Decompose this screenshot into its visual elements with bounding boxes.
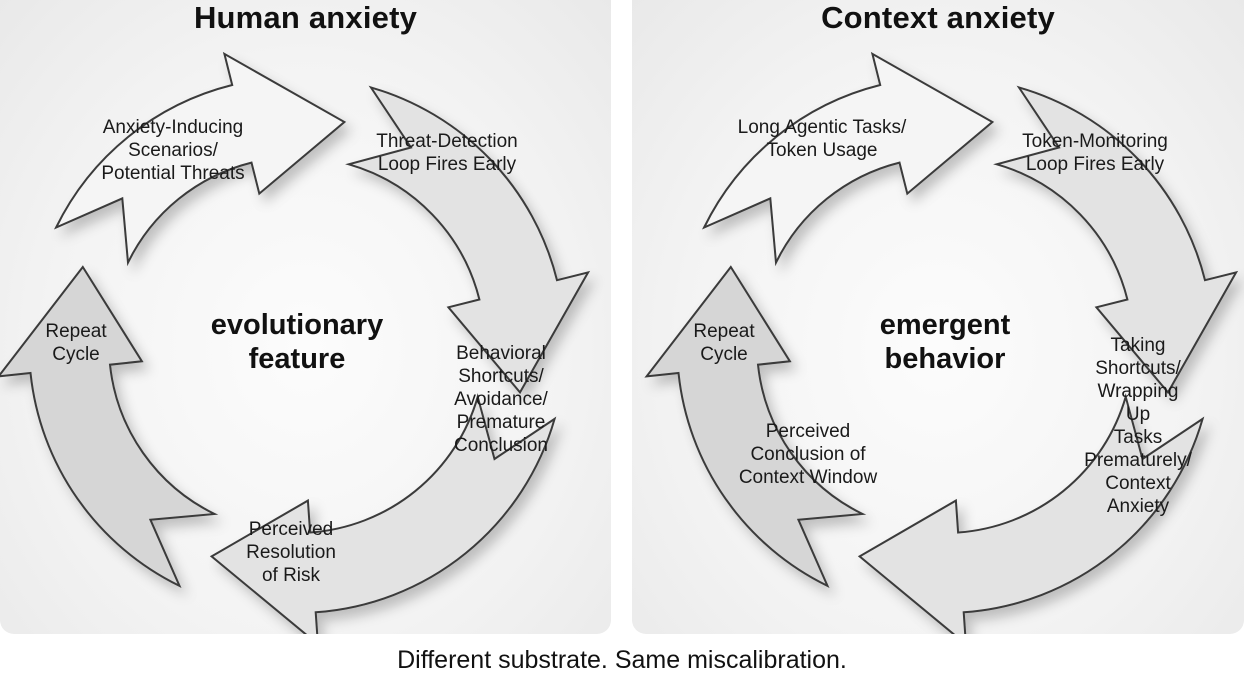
cycle-arrow-trigger <box>702 51 995 267</box>
cycle-diagram <box>0 51 591 634</box>
cycle-arrow-trigger <box>54 51 347 267</box>
step-resolution-label: Perceived Resolution of Risk <box>246 519 336 586</box>
cycle-arrow-detect <box>993 85 1239 395</box>
step-response-label: Behavioral Shortcuts/ Avoidance/ Prematu… <box>454 343 548 456</box>
cycle-arrow-response <box>209 393 557 634</box>
human-anxiety-panel: Human anxiety Anxiety-Inducing Scenarios… <box>0 0 611 634</box>
step-trigger-label: Long Agentic Tasks/ Token Usage <box>737 117 907 161</box>
step-repeat-label: Repeat Cycle <box>693 321 755 365</box>
panel-title: Context anxiety <box>821 0 1055 35</box>
footer-caption: Different substrate. Same miscalibration… <box>397 646 847 674</box>
context-anxiety-panel: Context anxiety Long Agentic Tasks/ Toke… <box>632 0 1244 634</box>
cycle-arrow-detect <box>345 85 591 395</box>
step-resolution-label: Perceived Conclusion of Context Window <box>738 421 878 488</box>
center-label: emergent behavior <box>879 309 1011 375</box>
panel-title: Human anxiety <box>193 0 418 35</box>
step-detect-label: Token-Monitoring Loop Fires Early <box>1022 131 1168 175</box>
step-response-label: Taking Shortcuts/ Wrapping Up Tasks Prem… <box>1084 335 1192 517</box>
cycle-arrow-resolution <box>0 265 219 588</box>
step-detect-label: Threat-Detection Loop Fires Early <box>376 131 518 175</box>
cycle-diagram <box>644 51 1239 634</box>
step-repeat-label: Repeat Cycle <box>45 321 107 365</box>
cycle-arrow-response <box>857 393 1205 634</box>
center-label: evolutionary feature <box>210 309 384 375</box>
cycle-arrow-resolution <box>644 265 867 588</box>
step-trigger-label: Anxiety-Inducing Scenarios/ Potential Th… <box>101 117 245 184</box>
